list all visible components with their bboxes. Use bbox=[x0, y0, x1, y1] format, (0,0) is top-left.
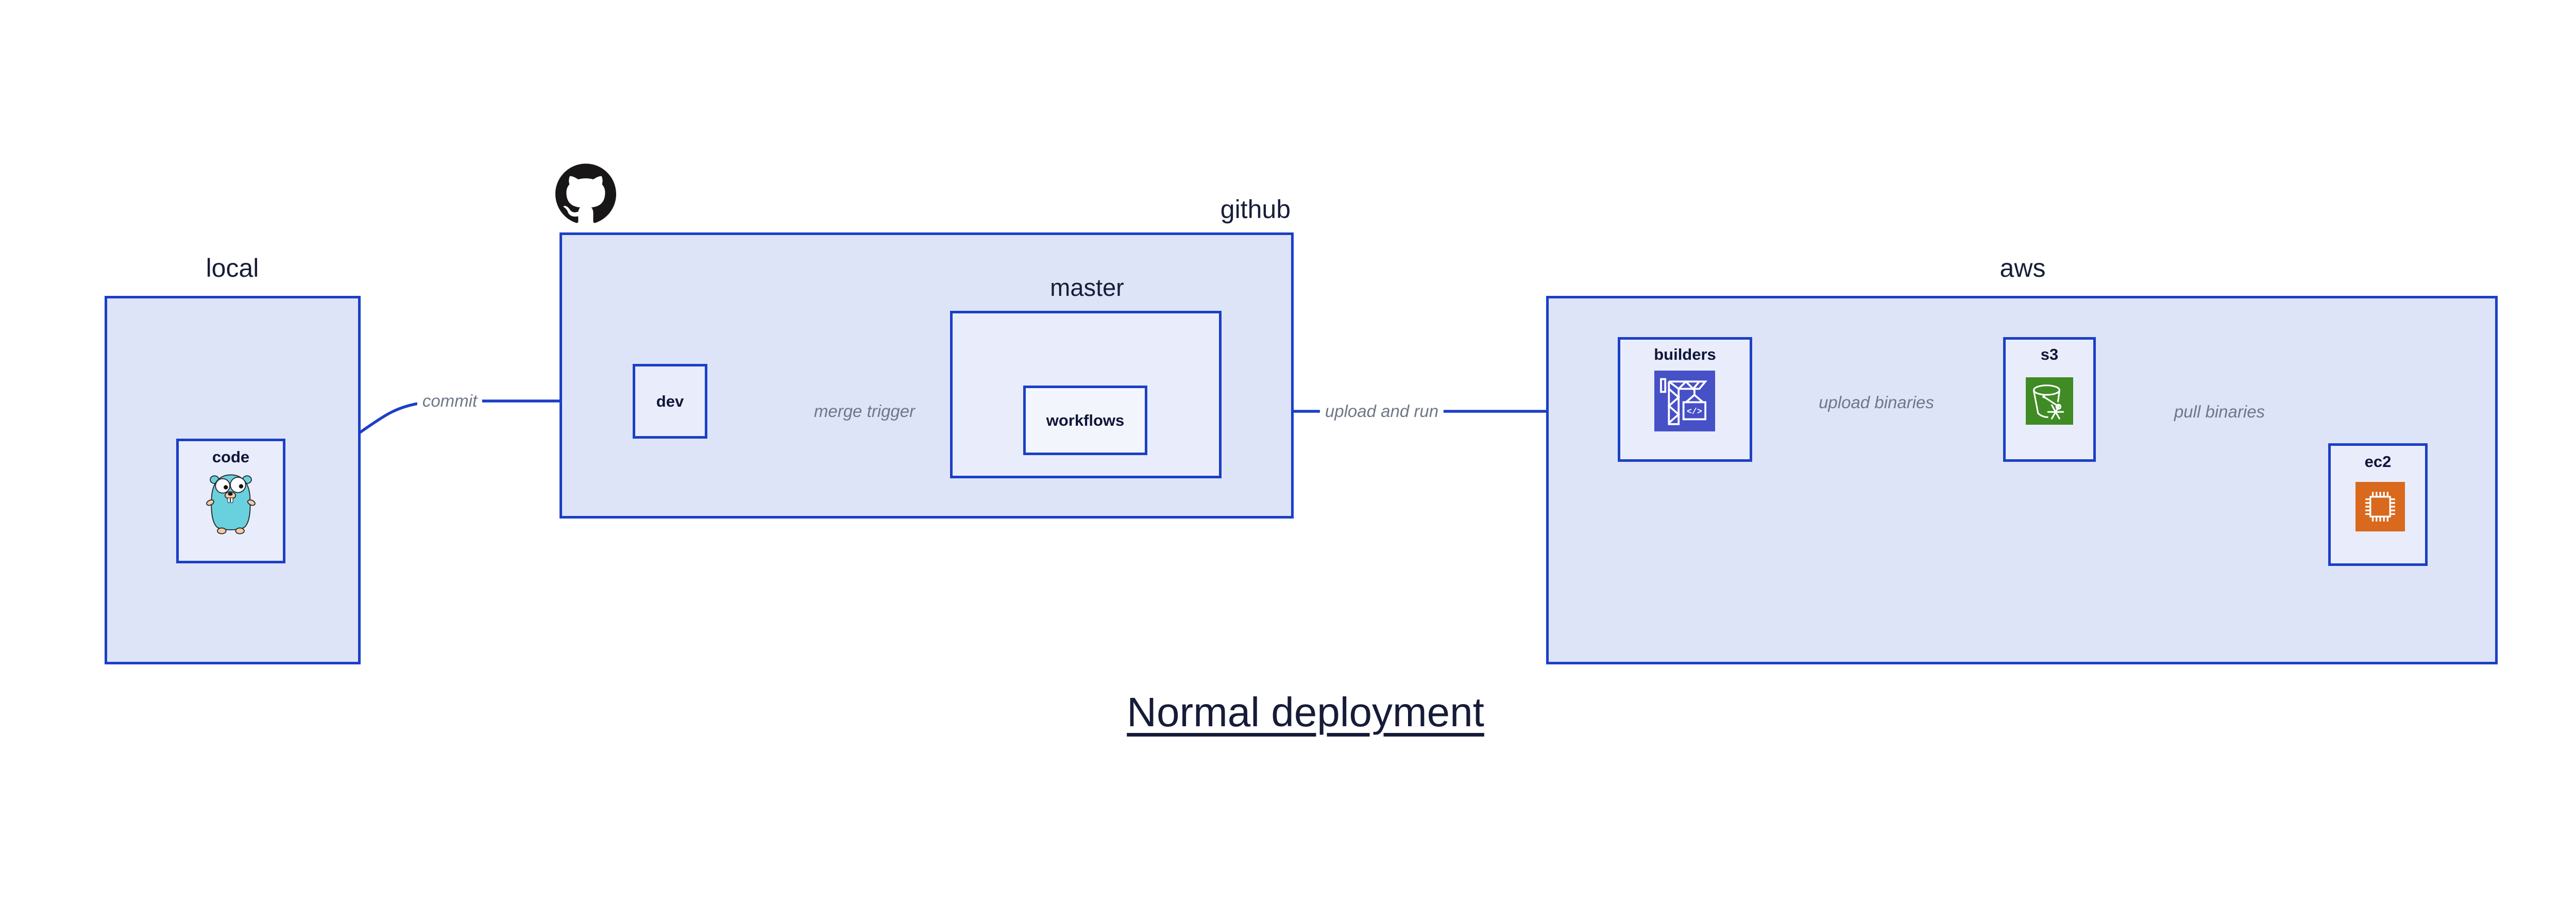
node-code-label: code bbox=[212, 448, 250, 466]
node-builders-label: builders bbox=[1654, 345, 1716, 363]
construction-crane-icon: </> bbox=[1654, 371, 1715, 431]
container-label-local: local bbox=[206, 254, 259, 282]
container-aws: builders </> s3 bbox=[1546, 296, 2498, 664]
node-code: code bbox=[176, 439, 285, 563]
cpu-chip-icon bbox=[2355, 482, 2405, 531]
node-s3: s3 bbox=[2003, 337, 2096, 462]
node-workflows-label: workflows bbox=[1046, 411, 1125, 429]
container-label-master: master bbox=[1050, 274, 1124, 301]
edge-label-upload-binaries: upload binaries bbox=[1814, 392, 1939, 413]
edge-label-upload-and-run: upload and run bbox=[1319, 401, 1444, 422]
edge-label-pull-binaries: pull binaries bbox=[2168, 402, 2270, 422]
node-dev-label: dev bbox=[656, 392, 684, 410]
node-dev: dev bbox=[633, 364, 707, 439]
container-label-aws: aws bbox=[1999, 254, 2046, 282]
edge-label-merge-trigger: merge trigger bbox=[808, 401, 921, 422]
node-ec2: ec2 bbox=[2328, 443, 2428, 566]
bucket-snowflake-icon bbox=[2026, 377, 2073, 425]
go-gopher-icon bbox=[206, 474, 256, 534]
container-label-github: github bbox=[1220, 195, 1291, 224]
node-workflows: workflows bbox=[1023, 386, 1147, 455]
container-local: code bbox=[105, 296, 361, 664]
container-github: dev workflows bbox=[560, 232, 1294, 519]
edge-label-commit: commit bbox=[417, 391, 483, 411]
code-glyph: </> bbox=[1687, 407, 1702, 416]
diagram-title: Normal deployment bbox=[1127, 689, 1484, 735]
node-builders: builders </> bbox=[1618, 337, 1752, 462]
container-master: workflows bbox=[950, 311, 1222, 478]
github-octocat-icon bbox=[555, 163, 616, 223]
node-s3-label: s3 bbox=[2040, 345, 2059, 363]
node-ec2-label: ec2 bbox=[2364, 453, 2392, 471]
